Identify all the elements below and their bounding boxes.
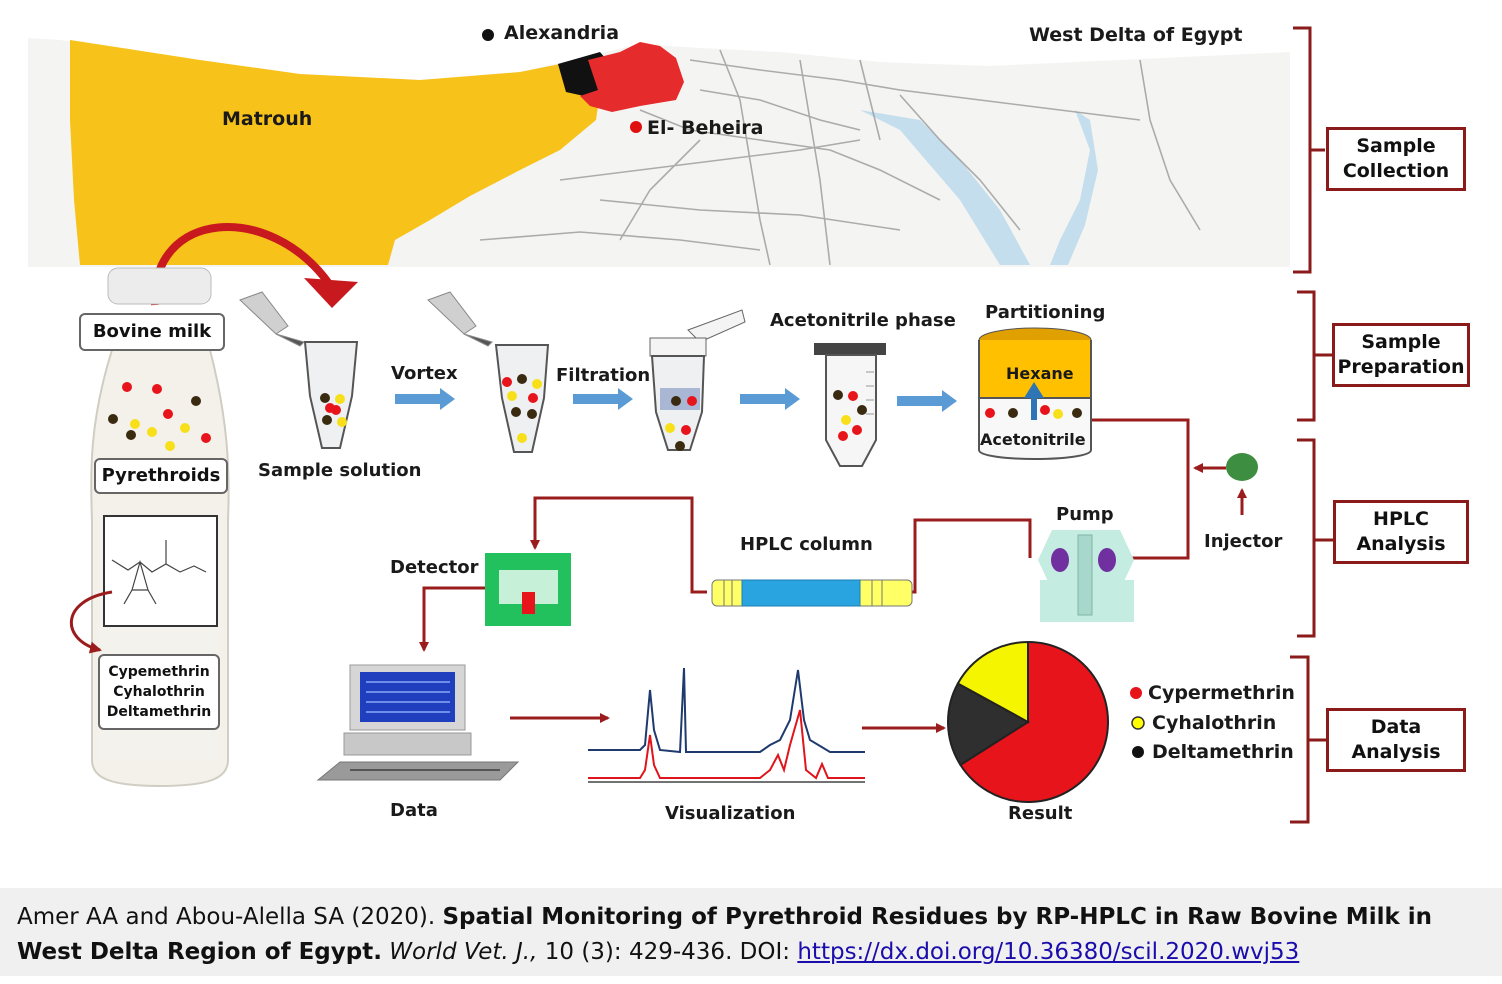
tube-vortex bbox=[494, 344, 550, 453]
stage-sample-collection: Sample Collection bbox=[1326, 127, 1466, 191]
stage-brackets bbox=[1290, 26, 1333, 824]
red-sea bbox=[860, 110, 1030, 265]
citation-bar: Amer AA and Abou-Alella SA (2020). Spati… bbox=[0, 888, 1502, 976]
partitioning-label: Partitioning bbox=[985, 302, 1106, 323]
acetonitrile-label: Acetonitrile bbox=[980, 430, 1086, 449]
matrouh-label: Matrouh bbox=[222, 108, 313, 130]
stage-line-2: Preparation bbox=[1337, 356, 1465, 378]
legend-cypermethrin-label: Cypermethrin bbox=[1148, 682, 1295, 704]
citation-details: 10 (3): 429-436. DOI: bbox=[537, 939, 798, 965]
vortex-label: Vortex bbox=[391, 363, 458, 384]
stage-line-2: Collection bbox=[1342, 160, 1450, 182]
compound-item: Cypemethrin bbox=[108, 664, 210, 680]
sample-solution-label: Sample solution bbox=[258, 460, 422, 481]
pump-device bbox=[1038, 530, 1134, 622]
alexandria-label: Alexandria bbox=[504, 22, 620, 44]
data-label: Data bbox=[390, 800, 438, 821]
pie-slice-deltamethrin bbox=[947, 682, 1030, 767]
citation-authors: Amer AA and Abou-Alella SA (2020). bbox=[17, 904, 443, 930]
mediterranean-sea bbox=[28, 12, 1290, 80]
elbeheira-region bbox=[580, 42, 684, 112]
legend-deltamethrin-label: Deltamethrin bbox=[1152, 741, 1294, 763]
chromatogram bbox=[588, 667, 865, 783]
visualization-label: Visualization bbox=[665, 803, 796, 824]
legend-marker-deltamethrin bbox=[1132, 746, 1144, 758]
structure-to-compounds-arrow bbox=[70, 590, 113, 654]
injector-valve bbox=[1226, 453, 1258, 481]
legend-marker-cyhalothrin bbox=[1131, 716, 1145, 730]
pie-slice-cyhalothrin bbox=[956, 640, 1029, 724]
injector-label: Injector bbox=[1204, 531, 1283, 552]
flow-arrows bbox=[395, 388, 957, 412]
compound-item: Deltamethrin bbox=[106, 704, 212, 720]
chemical-structure bbox=[111, 540, 207, 605]
legend-cyhalothrin-label: Cyhalothrin bbox=[1152, 712, 1277, 734]
stage-data-analysis: Data Analysis bbox=[1326, 708, 1466, 772]
compound-item: Cyhalothrin bbox=[113, 684, 205, 700]
west-delta-title: West Delta of Egypt bbox=[1029, 24, 1243, 46]
pyrethroid-structure-box bbox=[103, 515, 218, 627]
filtration-label: Filtration bbox=[556, 365, 651, 386]
citation-doi-link[interactable]: https://dx.doi.org/10.36380/scil.2020.wv… bbox=[797, 939, 1300, 965]
partitioning-vessel bbox=[978, 327, 1092, 460]
stage-sample-preparation: Sample Preparation bbox=[1332, 323, 1470, 387]
tube-filtration bbox=[649, 309, 746, 451]
pie-slice-cypermethrin bbox=[959, 640, 1109, 803]
hplc-column bbox=[711, 579, 913, 607]
citation-journal: World Vet. J., bbox=[389, 939, 538, 965]
stage-line-1: Sample bbox=[1356, 135, 1436, 157]
stage-line-1: Sample bbox=[1361, 331, 1441, 353]
alexandria-marker bbox=[482, 29, 494, 41]
matrouh-region bbox=[70, 40, 598, 265]
computer-icon bbox=[316, 664, 520, 781]
result-pie-chart bbox=[947, 640, 1109, 803]
bovine-milk-label: Bovine milk bbox=[79, 313, 225, 351]
stage-line-1: Data bbox=[1370, 716, 1422, 738]
pipette-1 bbox=[239, 291, 305, 347]
legend-marker-cypermethrin bbox=[1130, 687, 1142, 699]
detector-device bbox=[485, 553, 571, 626]
result-label: Result bbox=[1008, 803, 1073, 824]
pyrethroids-label: Pyrethroids bbox=[94, 458, 228, 494]
result-legend-markers bbox=[1130, 687, 1145, 758]
hplc-flow-lines bbox=[419, 418, 1247, 652]
acetonitrile-phase-label: Acetonitrile phase bbox=[770, 310, 956, 331]
pump-label: Pump bbox=[1056, 504, 1114, 525]
citation-text: Amer AA and Abou-Alella SA (2020). Spati… bbox=[17, 900, 1487, 970]
stage-line-2: Analysis bbox=[1356, 533, 1446, 555]
stage-hplc-analysis: HPLC Analysis bbox=[1333, 500, 1469, 564]
milk-particles bbox=[108, 382, 211, 451]
pipette-2 bbox=[427, 291, 493, 347]
tube-acetonitrile bbox=[814, 343, 886, 467]
milk-to-solution-arrowhead bbox=[304, 278, 358, 308]
map-roads bbox=[479, 49, 1201, 266]
elbeheira-label: El- Beheira bbox=[647, 117, 764, 139]
stage-line-2: Analysis bbox=[1351, 741, 1441, 763]
hplc-column-label: HPLC column bbox=[740, 534, 873, 555]
gulf-of-aqaba bbox=[1050, 110, 1098, 265]
compounds-list: Cypemethrin Cyhalothrin Deltamethrin bbox=[98, 654, 220, 730]
tube-sample-solution bbox=[303, 341, 359, 449]
stage-line-1: HPLC bbox=[1373, 508, 1429, 530]
citation-title: Spatial Monitoring of Pyrethroid Residue… bbox=[17, 904, 1433, 965]
elbeheira-marker bbox=[630, 121, 642, 133]
detector-label: Detector bbox=[390, 557, 479, 578]
hexane-label: Hexane bbox=[1006, 364, 1074, 383]
